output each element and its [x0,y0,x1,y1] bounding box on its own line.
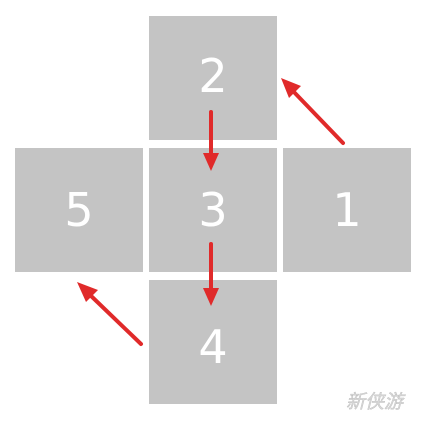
tile-3-label: 3 [198,183,228,237]
arrow-2-to-3 [203,110,219,171]
watermark-logo: 新侠游 [346,391,406,413]
tile-4-label: 4 [198,320,228,374]
arrow-3-to-4 [203,242,219,306]
tile-2-label: 2 [198,49,228,103]
tile-1-label: 1 [332,183,362,237]
arrow-1-to-2 [281,78,345,145]
tile-1: 1 [283,148,411,272]
tile-5-label: 5 [64,183,94,237]
tile-5: 5 [15,148,143,272]
svg-text:新侠游: 新侠游 [346,391,406,413]
arrow-4-to-5 [77,282,143,346]
